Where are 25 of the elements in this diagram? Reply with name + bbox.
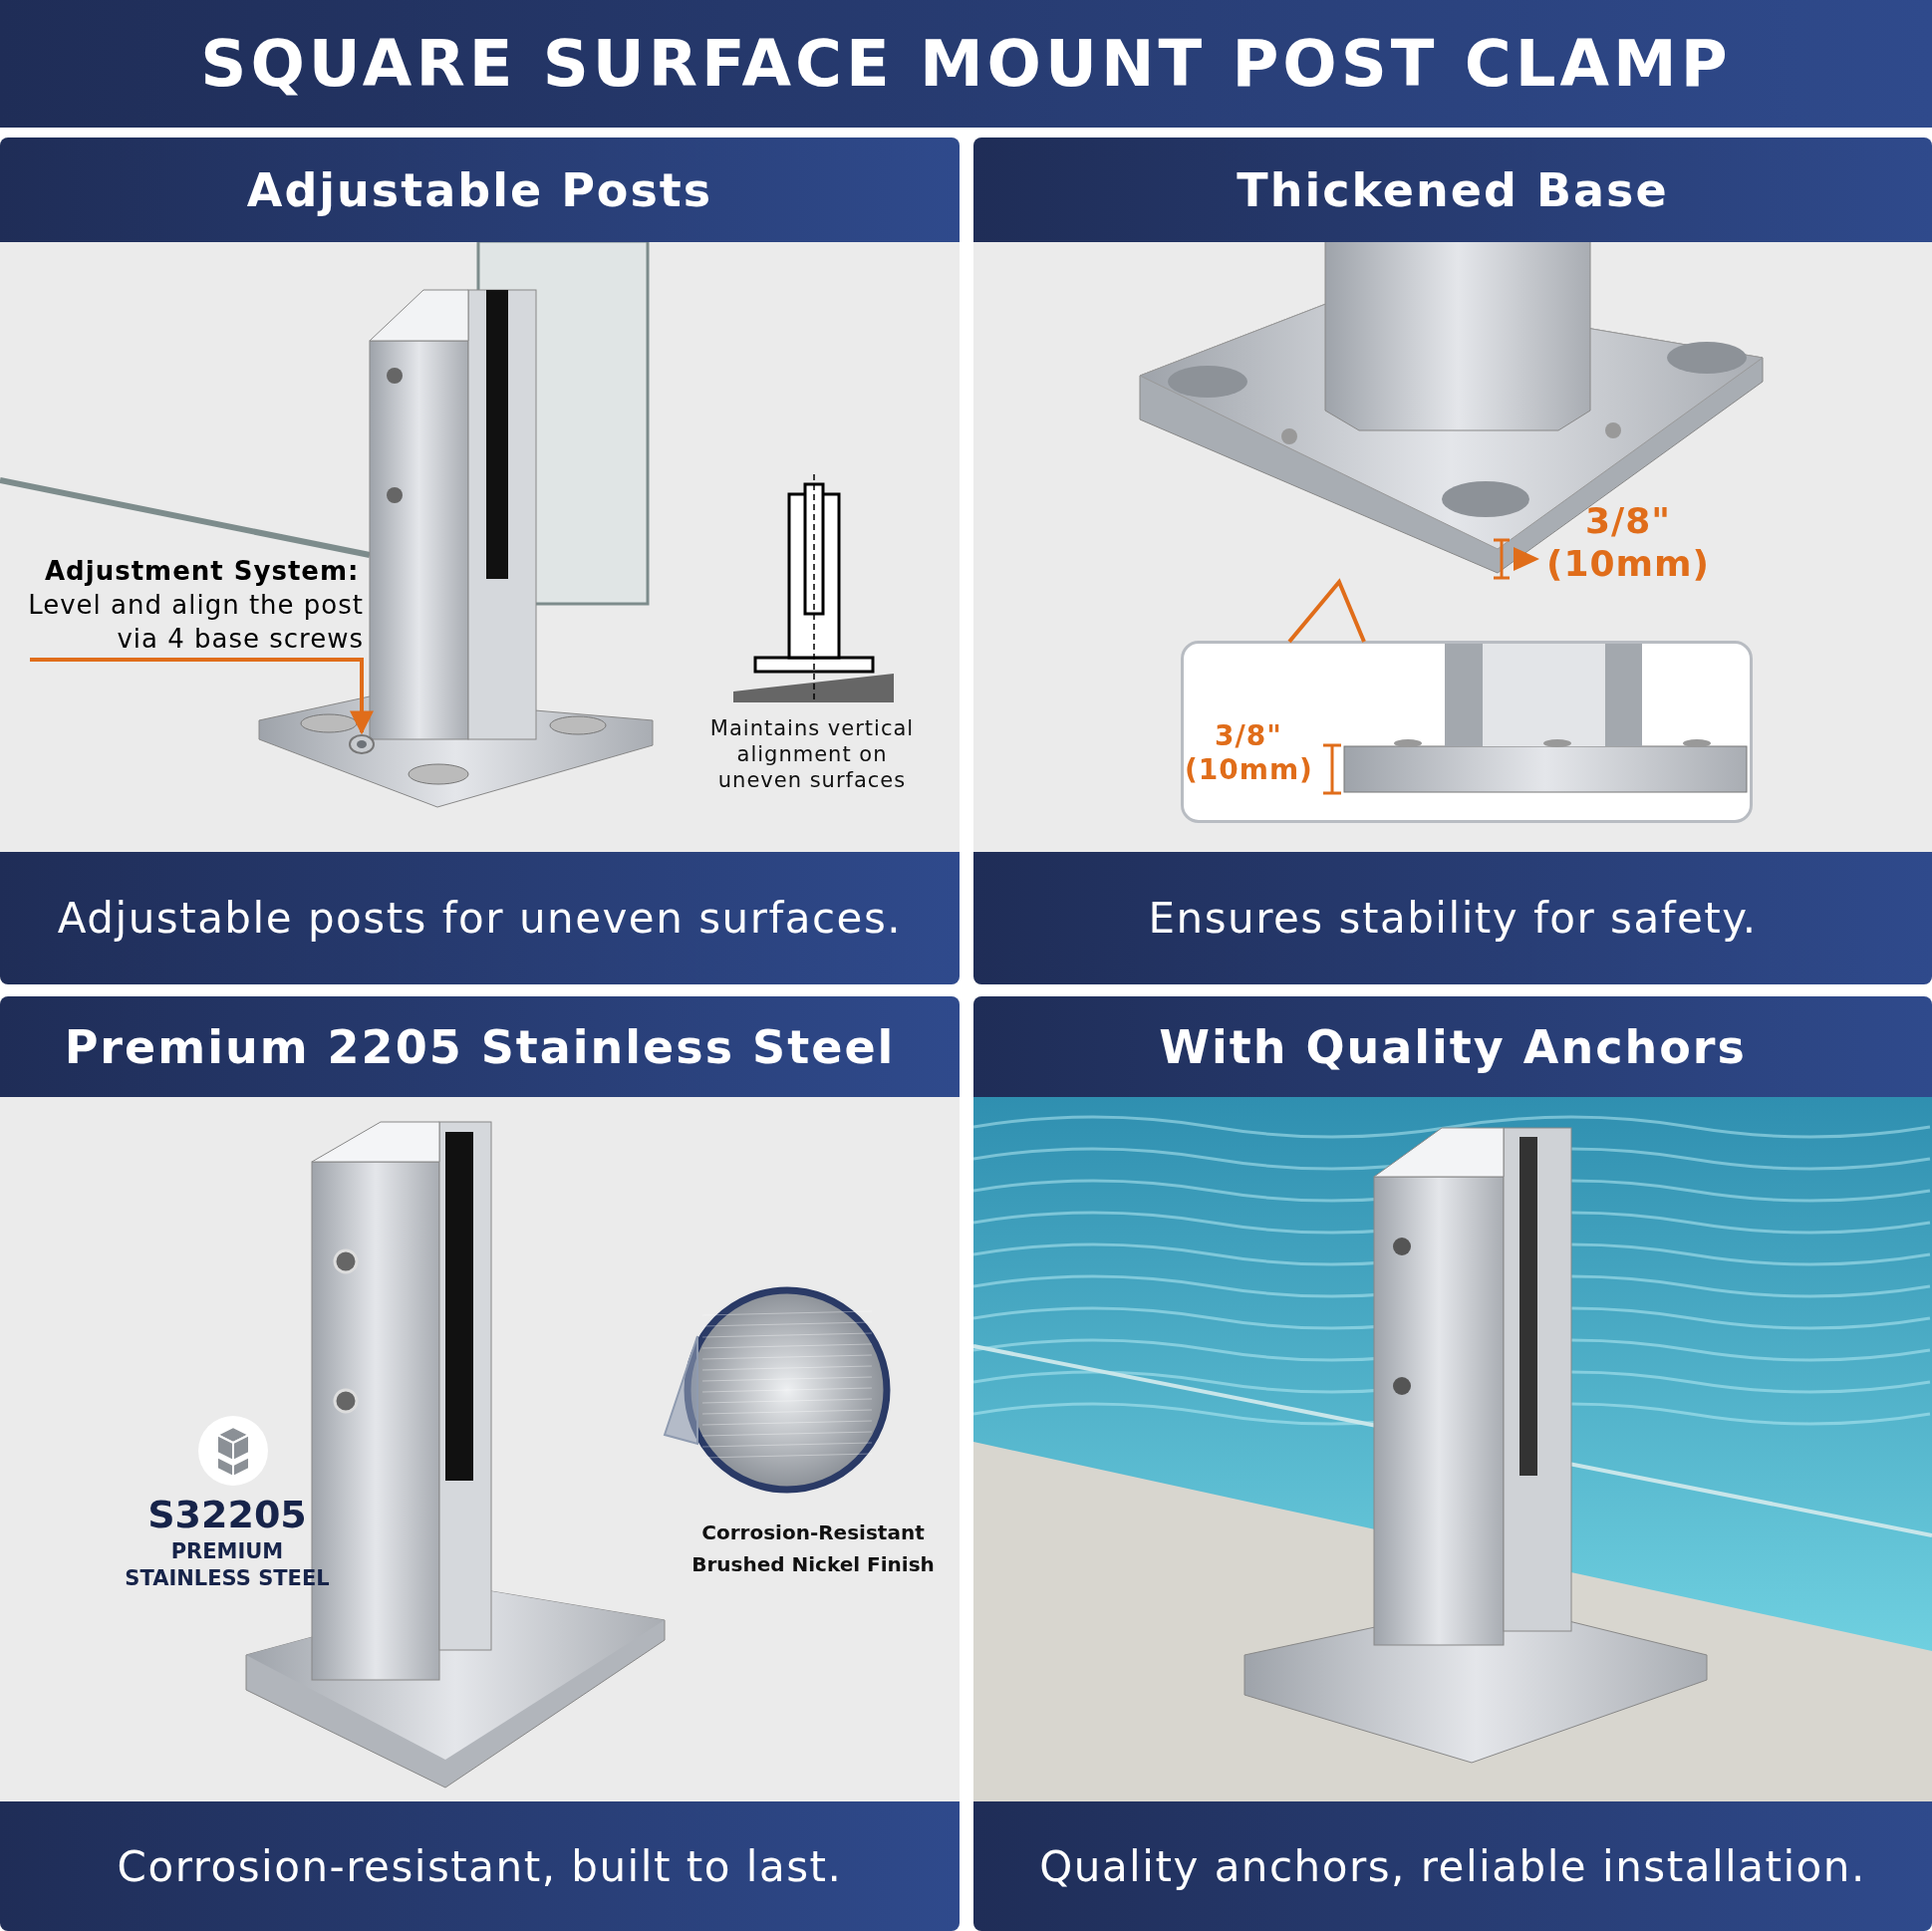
panel-caption: Quality anchors, reliable installation. [973,1801,1932,1931]
panel-caption: Adjustable posts for uneven surfaces. [0,852,960,984]
panel-heading: Premium 2205 Stainless Steel [0,996,960,1097]
feature-panel [0,996,960,1931]
title-banner: SQUARE SURFACE MOUNT POST CLAMP [0,0,1932,128]
leader-line [30,658,374,735]
panel-heading: With Quality Anchors [973,996,1932,1097]
feature-panel [973,996,1932,1931]
feature-panel [0,138,960,984]
brushed-metal-magnifier [683,1285,892,1495]
alignment-diagram-drawing [733,474,894,702]
panel-heading: Thickened Base [973,138,1932,242]
grade-text: PREMIUM STAINLESS STEEL [124,1538,331,1592]
panel-heading: Adjustable Posts [0,138,960,242]
dimension-label: 3/8" (10mm) [1545,499,1711,586]
caption-text: Maintains vertical alignment on uneven surfaces [708,715,916,793]
panel-caption: Corrosion-resistant, built to last. [0,1801,960,1931]
grade-code: S32205 [146,1493,308,1536]
dimension-label: 3/8" (10mm) [1185,719,1312,787]
callout-text: Adjustment System: Level and align the post via 4 base screws [25,554,364,658]
magnifier-cone [663,1335,698,1446]
feature-panel [973,138,1932,984]
caption-text: Corrosion-Resistant Brushed Nickel Finish [690,1519,936,1578]
panel-caption: Ensures stability for safety. [973,852,1932,984]
pool-scene-picture [973,1097,1932,1801]
